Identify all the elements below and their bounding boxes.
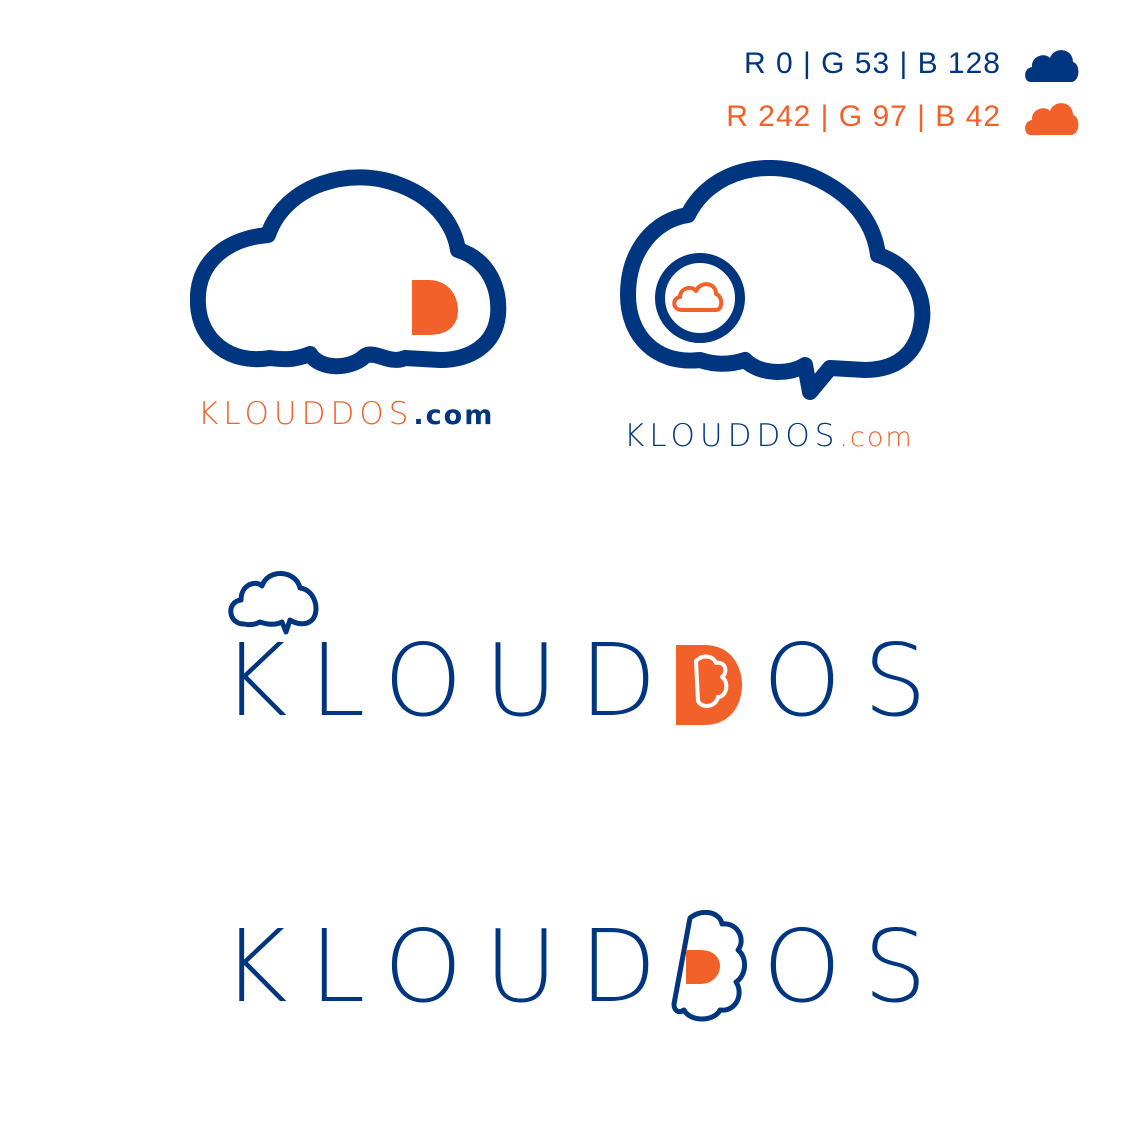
logo-d-prefix: KLOUD	[222, 908, 679, 1025]
cloud-icon	[672, 282, 724, 312]
logo-b-name: KLOUDDOS	[624, 418, 840, 454]
logo-c-d-mark	[676, 645, 742, 725]
swatch-blue: R 0 | G 53 | B 128	[744, 44, 1079, 84]
logo-c-suffix: OS	[762, 622, 949, 739]
swatch-orange-label: R 242 | G 97 | B 42	[726, 100, 1001, 133]
swatch-orange: R 242 | G 97 | B 42	[726, 97, 1079, 137]
logo-d-wordmark: KLOUD OS	[222, 908, 949, 1025]
d-letter-mark	[412, 280, 458, 335]
logo-a-domain: .com	[413, 400, 495, 431]
logo-a-cloud-mark	[190, 169, 507, 375]
cloud-icon	[694, 654, 729, 708]
swatch-blue-label: R 0 | G 53 | B 128	[743, 47, 1001, 80]
logo-c-prefix: KLOUD	[222, 622, 679, 739]
logo-d-d-mark	[671, 910, 747, 1022]
cloud-icon	[1025, 103, 1079, 135]
logo-d-suffix: OS	[762, 908, 949, 1025]
cloud-icon	[228, 571, 319, 635]
logo-b-domain: .com	[839, 422, 914, 453]
logo-c-wordmark: KLOUD OS	[222, 622, 949, 739]
cloud-icon	[671, 910, 747, 1022]
logo-b-cloud-mark	[620, 160, 931, 400]
cloud-icon	[1025, 50, 1079, 82]
logo-a-name: KLOUDDOS	[198, 396, 414, 432]
logo-b-wordmark: KLOUDDOS.com	[624, 418, 914, 454]
logo-a-wordmark: KLOUDDOS.com	[198, 396, 494, 432]
